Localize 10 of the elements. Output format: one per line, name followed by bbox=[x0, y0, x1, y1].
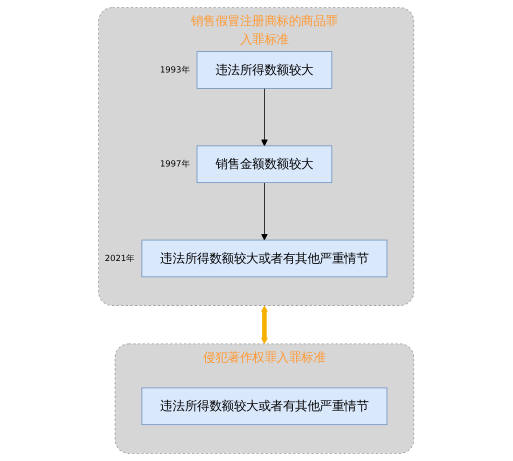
year-label: 2021年 bbox=[105, 252, 135, 263]
year-label: 1993年 bbox=[160, 64, 190, 74]
node-box: 违法所得数额较大或者有其他严重情节 bbox=[142, 240, 388, 278]
arrow bbox=[261, 88, 268, 146]
node-box: 违法所得数额较大 bbox=[196, 51, 333, 89]
arrow bbox=[261, 306, 268, 344]
arrow bbox=[261, 182, 268, 240]
node-box: 销售金额数额较大 bbox=[196, 145, 333, 183]
node-box: 违法所得数额较大或者有其他严重情节 bbox=[142, 388, 388, 426]
year-label: 1997年 bbox=[160, 158, 190, 169]
